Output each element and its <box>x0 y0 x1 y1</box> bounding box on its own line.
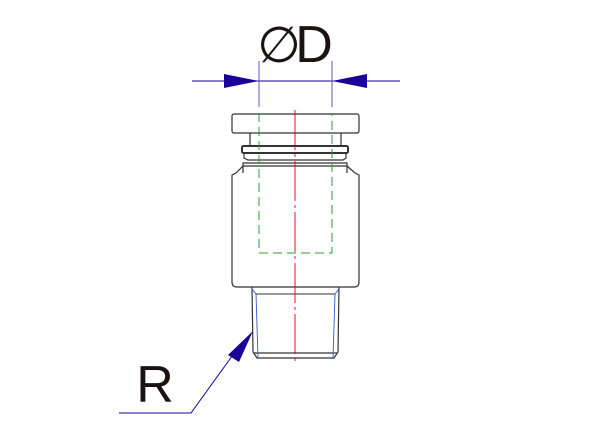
hex-body <box>231 165 360 288</box>
release-collar <box>231 113 360 134</box>
arrowhead-right <box>332 74 367 88</box>
groove <box>243 153 347 161</box>
thread-label: R <box>136 356 174 414</box>
fitting-outline <box>231 113 360 359</box>
leader-arrowhead <box>228 331 253 362</box>
arrowhead-left <box>224 74 259 88</box>
diameter-letter: D <box>295 16 333 74</box>
thread-section <box>251 286 340 359</box>
thread-lines <box>251 288 340 359</box>
hidden-bore <box>258 113 333 254</box>
diameter-dimension: ∅ D <box>192 16 400 107</box>
diameter-symbol: ∅ <box>257 17 301 73</box>
leader-line <box>119 351 236 414</box>
thread-leader: R <box>119 331 253 414</box>
